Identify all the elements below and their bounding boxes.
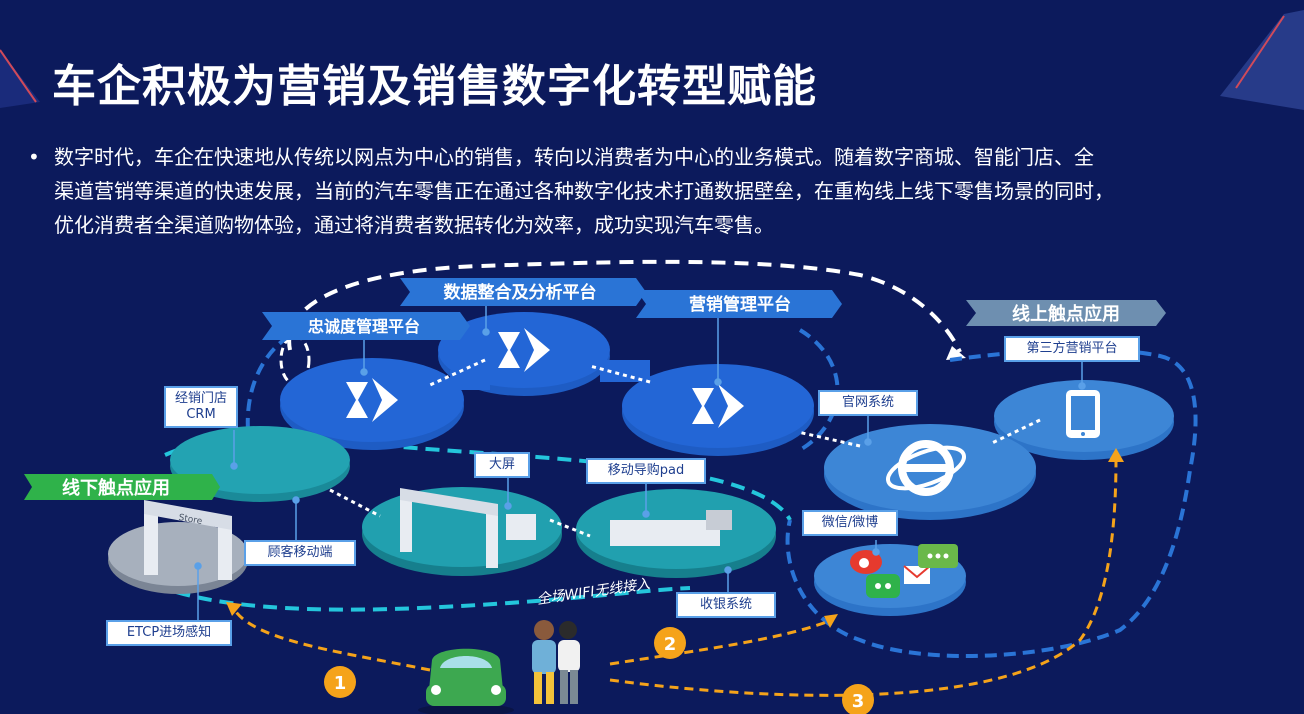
store-sign: Store	[178, 513, 204, 527]
store-gate	[144, 500, 232, 580]
showroom-gate	[400, 488, 536, 568]
offline-node-entrance	[108, 522, 248, 594]
platform-node-loyalty	[280, 358, 464, 450]
corner-decoration-right	[1220, 10, 1304, 110]
offline-dash-bottom	[118, 558, 691, 612]
journey-arrow-2	[609, 618, 833, 666]
step-3: 3	[842, 684, 874, 714]
banner-loyalty: 忠诚度管理平台	[262, 312, 470, 340]
car-icon	[418, 648, 514, 714]
label-wechat-weibo: 微信/微博	[802, 510, 898, 536]
label-dealer-line2: CRM	[186, 407, 216, 422]
bullet-marker: •	[28, 145, 40, 169]
flow-arrow	[989, 418, 1041, 446]
label-dealer-line1: 经销门店	[174, 391, 227, 406]
page-title: 车企积极为营销及销售数字化转型赋能	[52, 61, 817, 112]
banner-data-text: 数据整合及分析平台	[444, 282, 597, 303]
wifi-label: 全场WIFI无线接入	[536, 576, 651, 608]
step-2-number: 2	[664, 634, 677, 655]
platform-connector	[600, 360, 650, 382]
people-icon	[532, 620, 580, 704]
journey-arrowhead	[824, 614, 838, 628]
banner-marketing-text: 营销管理平台	[689, 294, 791, 315]
online-dash-boundary	[785, 347, 1198, 658]
step-3-number: 3	[852, 691, 865, 712]
wechat-icon	[866, 574, 900, 598]
flow-arrow	[797, 430, 861, 448]
journey-arrow-1	[230, 605, 431, 672]
label-dealer-crm: 经销门店 CRM	[164, 386, 238, 428]
banner-offline: 线下触点应用	[24, 474, 220, 500]
online-node-official-site	[824, 424, 1036, 520]
flow-arrow	[429, 358, 486, 387]
flow-arrow	[589, 364, 651, 384]
bullet-line-3: 优化消费者全渠道购物体验，通过将消费者数据转化为效率，成功实现汽车零售。	[54, 213, 774, 237]
label-connectors	[194, 306, 1086, 620]
label-third-party: 第三方营销平台	[1004, 336, 1140, 362]
banner-online-text: 线上触点应用	[1012, 303, 1120, 325]
transfer-icon	[498, 328, 550, 372]
label-etcp: ETCP进场感知	[106, 620, 232, 646]
step-1-number: 1	[334, 673, 347, 694]
bullet-line-2: 渠道营销等渠道的快速发展，当前的汽车零售正在通过各种数字化技术打通数据壁垒，在重…	[54, 179, 1114, 203]
flow-arrow	[329, 488, 381, 518]
banner-data: 数据整合及分析平台	[400, 278, 646, 306]
banner-loyalty-text: 忠诚度管理平台	[308, 317, 420, 336]
phone-icon	[1066, 390, 1100, 438]
banner-marketing: 营销管理平台	[636, 290, 842, 318]
label-customer-mobile: 顾客移动端	[244, 540, 356, 566]
step-1: 1	[324, 666, 356, 698]
label-big-screen: 大屏	[474, 452, 530, 478]
online-node-social	[814, 544, 966, 616]
loop-white-dash	[287, 259, 962, 353]
platform-connector	[450, 370, 490, 390]
label-official-site: 官网系统	[818, 390, 918, 416]
label-cashier: 收银系统	[676, 592, 776, 618]
offline-dash-top	[164, 433, 792, 521]
banner-offline-text: 线下触点应用	[62, 477, 170, 499]
journey-arrowhead	[1108, 448, 1124, 462]
step-2: 2	[654, 627, 686, 659]
platform-node-marketing	[622, 364, 814, 456]
journey-arrowhead	[226, 602, 242, 616]
weibo-icon	[850, 550, 882, 574]
online-node-third-party	[994, 380, 1174, 460]
bullet-text: 数字时代，车企在快速地从传统以网点为中心的销售，转向以消费者为中心的业务模式。随…	[54, 140, 1274, 242]
transfer-icon	[692, 384, 744, 428]
label-mobile-pad: 移动导购pad	[586, 458, 706, 484]
browser-icon	[886, 440, 966, 496]
bullet-line-1: 数字时代，车企在快速地从传统以网点为中心的销售，转向以消费者为中心的业务模式。随…	[54, 145, 1094, 169]
pad-counter	[610, 510, 732, 546]
journey-arrow-3	[609, 459, 1118, 697]
platform-dash-right	[798, 328, 840, 452]
transfer-icon	[346, 378, 398, 422]
flow-arrow	[549, 518, 591, 538]
corner-decoration-left	[0, 49, 40, 108]
banner-online: 线上触点应用	[966, 300, 1166, 326]
mail-icon	[903, 565, 931, 584]
chat-icon	[918, 544, 958, 568]
